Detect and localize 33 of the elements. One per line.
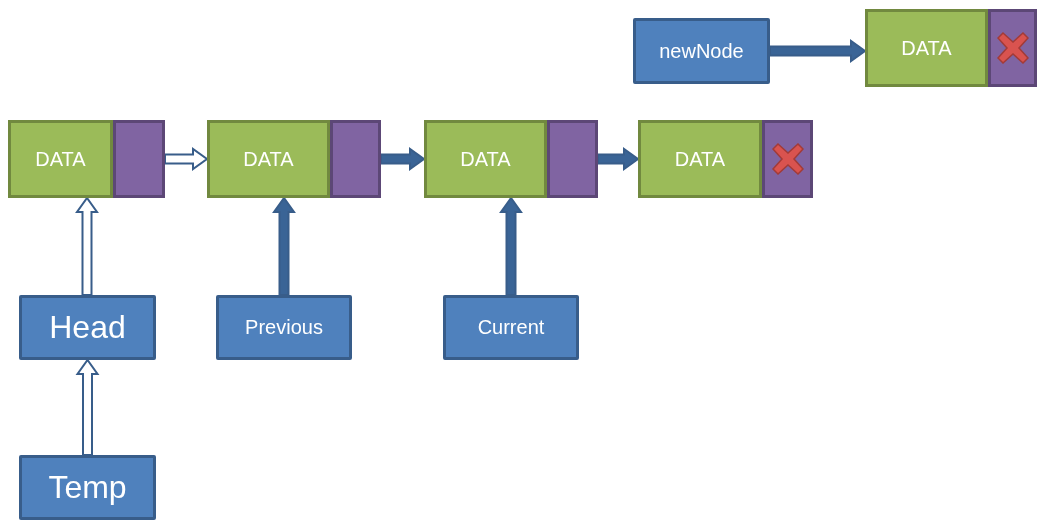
next-pointer-cell [113, 120, 165, 198]
arrow [75, 358, 100, 456]
next-pointer-cell [547, 120, 598, 198]
next-pointer-cell [988, 9, 1037, 87]
node-label: Previous [245, 316, 323, 339]
arrow [272, 196, 296, 296]
data-cell [207, 120, 330, 198]
node-label: Current [477, 316, 545, 339]
pointer-box [19, 455, 156, 520]
pointer-box [443, 295, 579, 360]
data-cell [638, 120, 762, 198]
arrow [164, 147, 209, 171]
node-label: Temp [48, 469, 127, 506]
data-cell [865, 9, 988, 87]
data-cell [8, 120, 113, 198]
node-label: DATA [243, 147, 294, 171]
arrow [597, 147, 640, 171]
pointer-box [633, 18, 770, 84]
arrow [75, 196, 99, 296]
next-pointer-cell [330, 120, 381, 198]
pointer-box [19, 295, 156, 360]
arrow [769, 39, 867, 63]
node-label: newNode [659, 39, 744, 63]
data-cell [424, 120, 547, 198]
node-label: Head [49, 309, 126, 346]
arrow [380, 147, 426, 171]
pointer-box [216, 295, 352, 360]
node-label: DATA [901, 36, 952, 60]
node-label: DATA [674, 147, 726, 171]
node-label: DATA [35, 147, 86, 171]
node-label: DATA [460, 147, 511, 171]
next-pointer-cell [762, 120, 813, 198]
arrow [499, 196, 523, 296]
